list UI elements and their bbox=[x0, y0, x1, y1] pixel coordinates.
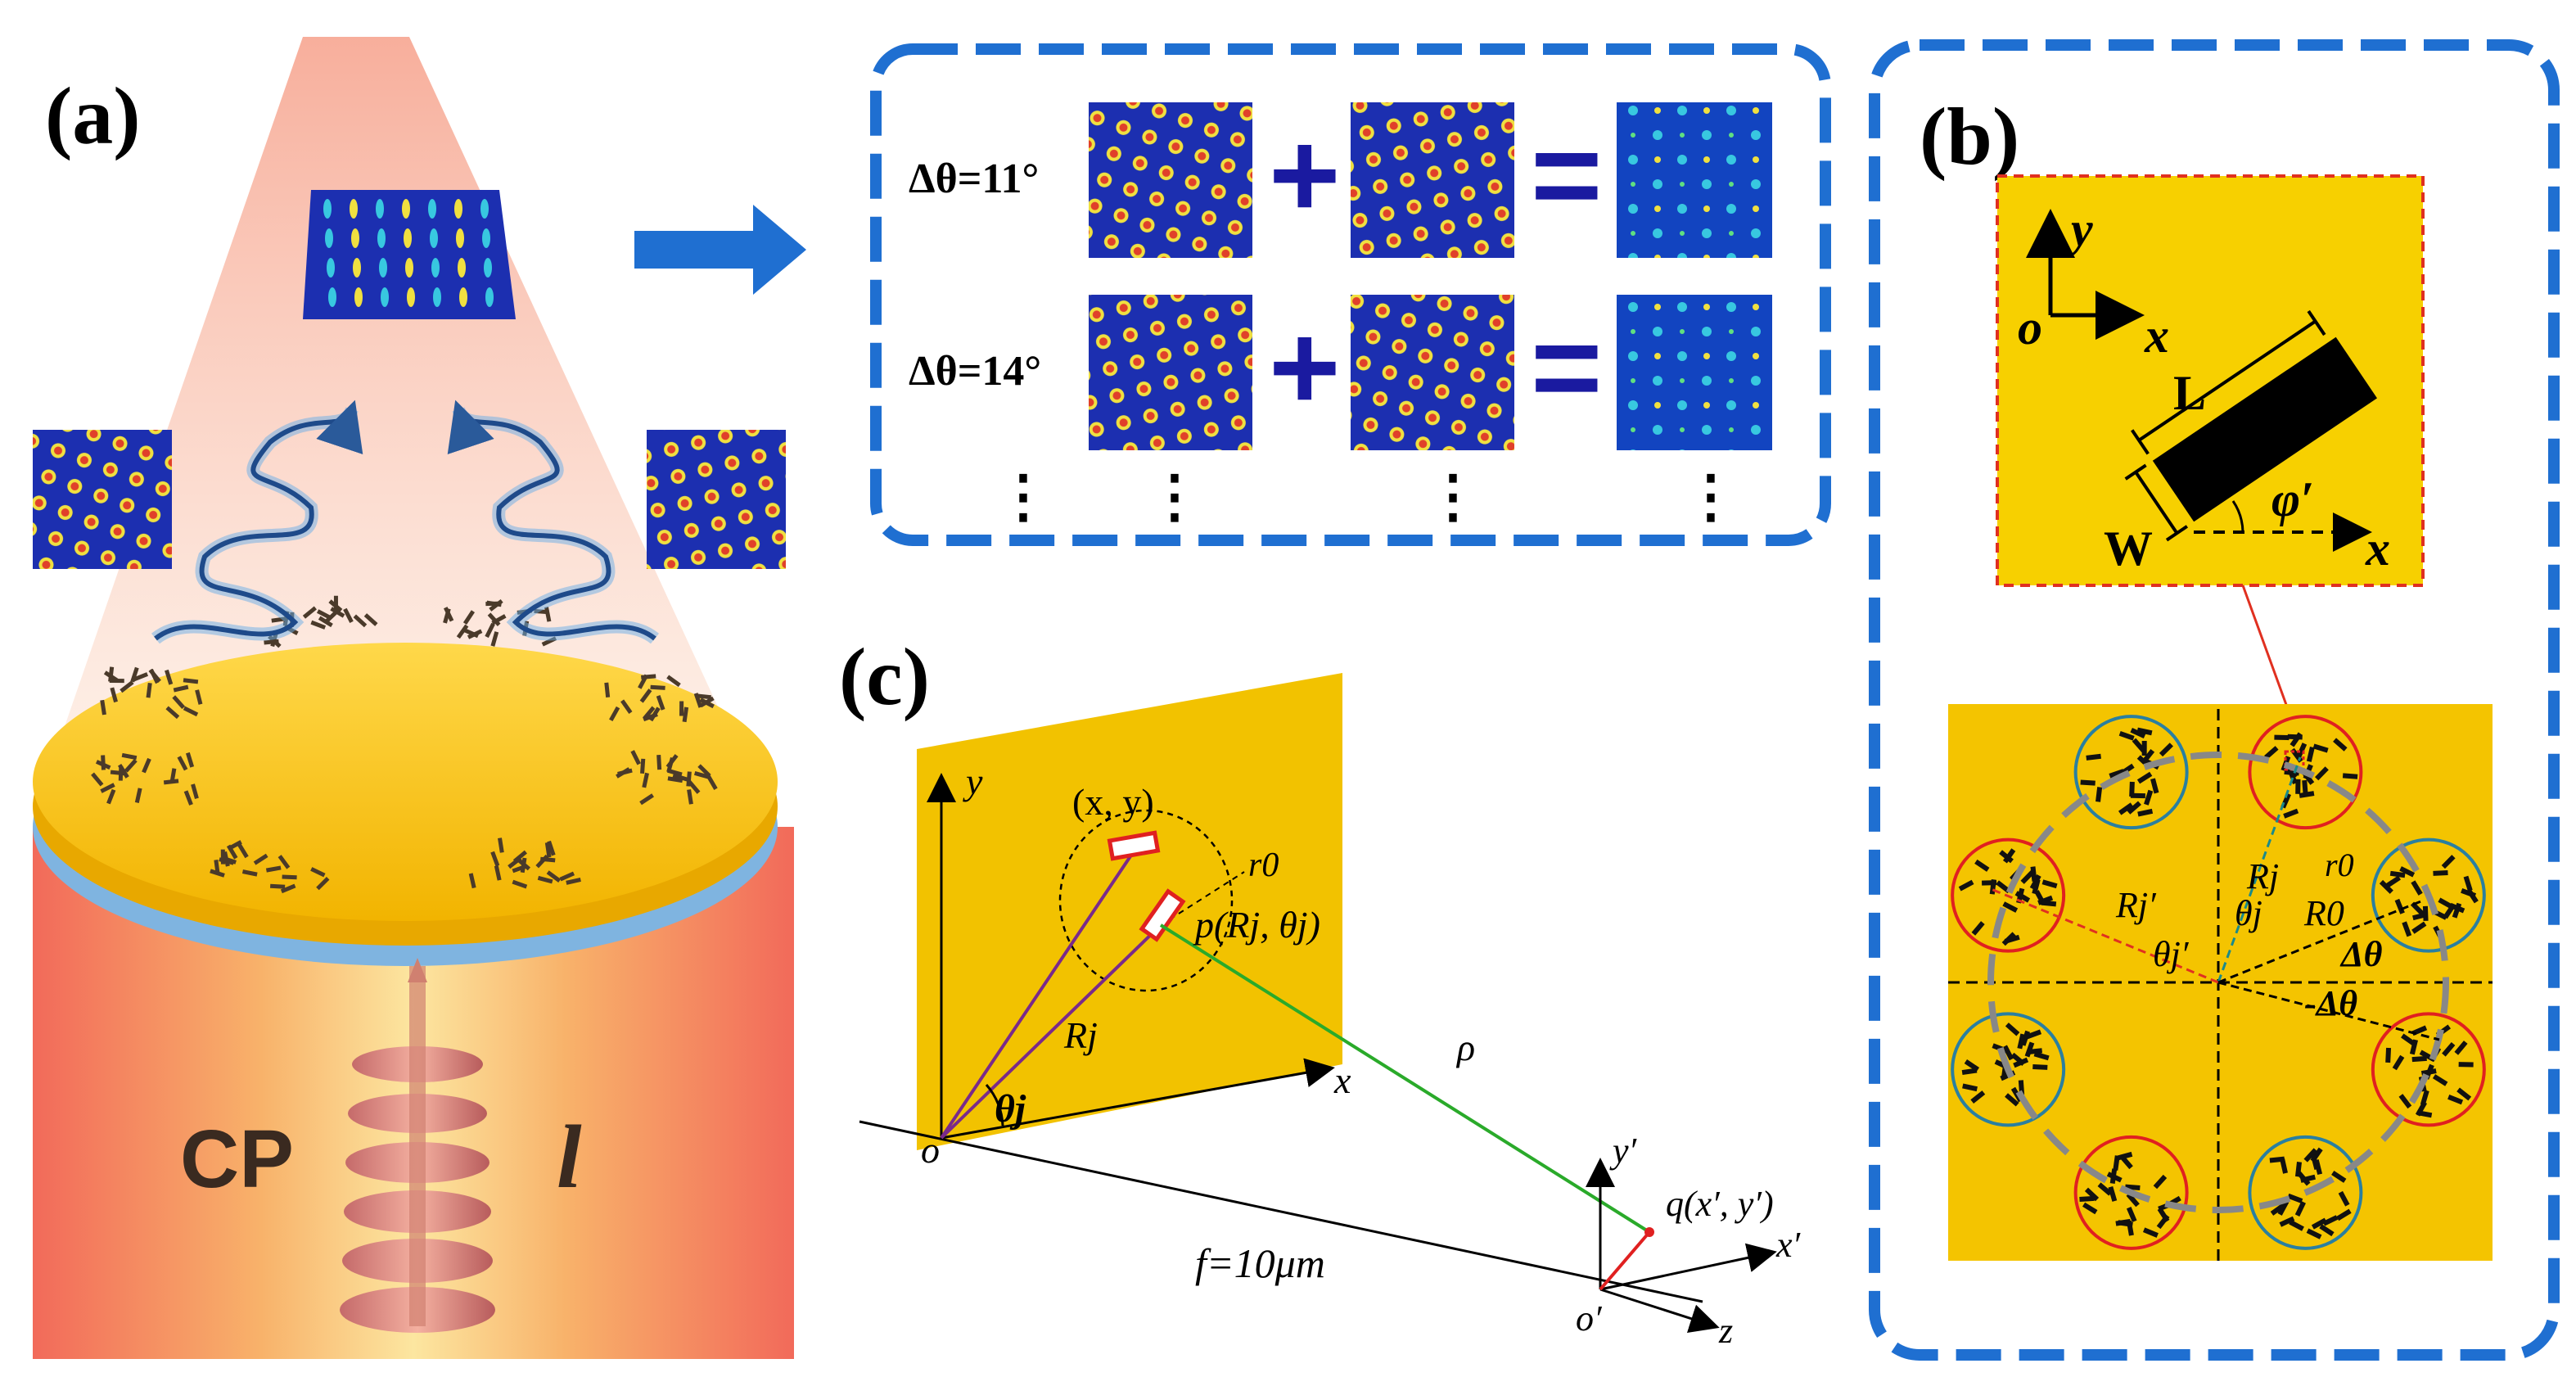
panel-c-label: (c) bbox=[839, 631, 930, 722]
inset-origin: o bbox=[2018, 300, 2042, 354]
array-r0-big: R0 bbox=[2303, 893, 2344, 933]
metasurface-disk bbox=[33, 643, 778, 921]
lattice-pattern-left bbox=[33, 430, 172, 569]
delta-theta-11: Δθ=11° bbox=[909, 156, 1039, 202]
c-r0: r0 bbox=[1248, 847, 1279, 884]
equation-box: Δθ=11° + = Δθ=14° + = ⋮ ⋮ ⋮ ⋮ bbox=[870, 43, 1831, 546]
c-rj: Rj bbox=[1063, 1014, 1098, 1056]
pattern-14-a bbox=[1089, 295, 1252, 450]
cp-label: CP bbox=[180, 1113, 294, 1205]
angle-phi-label: φ′ bbox=[2271, 472, 2314, 526]
c-p-label: p(Rj, θj) bbox=[1193, 904, 1320, 946]
pattern-11-b bbox=[1351, 102, 1514, 258]
array-r0-small: r0 bbox=[2325, 847, 2354, 883]
oam-l-label: l bbox=[557, 1107, 582, 1207]
c-rho: ρ bbox=[1455, 1027, 1475, 1068]
c-q-label: q(x′, y′) bbox=[1666, 1184, 1774, 1224]
ellipsis-1: ⋮ bbox=[995, 466, 1052, 529]
c-axis-z: z bbox=[1718, 1311, 1733, 1351]
ellipsis-2: ⋮ bbox=[1146, 466, 1203, 529]
focal-peaks bbox=[323, 199, 494, 307]
panel-b-label: (b) bbox=[1920, 91, 2019, 182]
equals-sign-1: = bbox=[1531, 106, 1603, 243]
c-axis-y-prime: y′ bbox=[1609, 1131, 1638, 1171]
array-rj-prime: Rj′ bbox=[2115, 885, 2157, 925]
c-origin: o bbox=[921, 1129, 940, 1171]
array-rj: Rj bbox=[2246, 856, 2279, 896]
equation-box-border bbox=[870, 43, 1831, 546]
rod-p bbox=[1139, 888, 1186, 942]
c-axis-x: x bbox=[1333, 1059, 1351, 1101]
array-delta-theta: Δθ bbox=[2339, 934, 2383, 974]
sum-pattern-14 bbox=[1617, 295, 1772, 450]
c-axis-x-prime: x′ bbox=[1775, 1225, 1802, 1265]
c-axis-y: y bbox=[963, 761, 983, 802]
inset-axis-x: x bbox=[2144, 309, 2169, 363]
width-label: W bbox=[2104, 521, 2153, 576]
c-theta-j: θj bbox=[995, 1087, 1026, 1131]
array-neg-delta-theta: -Δθ bbox=[2304, 983, 2357, 1023]
sum-pattern-11 bbox=[1617, 102, 1772, 258]
array-theta-j-prime: θj′ bbox=[2153, 934, 2190, 974]
c-origin-prime: o′ bbox=[1576, 1298, 1603, 1339]
ring-guide bbox=[1987, 752, 2449, 1213]
panel-a-label: (a) bbox=[45, 70, 141, 161]
delta-theta-14: Δθ=14° bbox=[909, 348, 1041, 395]
equals-sign-2: = bbox=[1531, 298, 1603, 436]
panel-b: (b) y o x L W φ′ x bbox=[1869, 39, 2560, 1361]
ellipsis-4: ⋮ bbox=[1682, 466, 1739, 529]
lattice-pattern-right bbox=[647, 430, 786, 569]
focal-pattern-plate bbox=[303, 190, 516, 319]
plus-sign-1: + bbox=[1269, 106, 1341, 243]
inset-axis-y: y bbox=[2066, 202, 2093, 256]
panel-c: (c) y x o (x, y) r0 p(Rj, θj) Rj θj ρ f bbox=[839, 631, 1802, 1351]
inset-axis-x2: x bbox=[2365, 521, 2390, 576]
rod-xy bbox=[1107, 830, 1161, 861]
ellipsis-3: ⋮ bbox=[1424, 466, 1482, 529]
c-focal: f=10μm bbox=[1195, 1240, 1325, 1286]
panel-a: (a) CP l bbox=[33, 37, 806, 1359]
disk-nanorod-clusters bbox=[91, 595, 718, 894]
c-point-xy: (x, y) bbox=[1072, 781, 1154, 823]
array-theta-j: θj bbox=[2235, 893, 2262, 933]
panel-b-border bbox=[1869, 39, 2560, 1361]
nanorod-unit bbox=[2124, 309, 2378, 542]
vortex-helix bbox=[340, 958, 495, 1333]
pattern-14-b bbox=[1351, 295, 1514, 450]
plus-sign-2: + bbox=[1269, 298, 1341, 436]
metasurface-plane bbox=[917, 673, 1342, 1150]
pattern-11-a bbox=[1089, 102, 1252, 258]
arrow-right-icon bbox=[634, 205, 806, 295]
length-label: L bbox=[2173, 366, 2206, 420]
